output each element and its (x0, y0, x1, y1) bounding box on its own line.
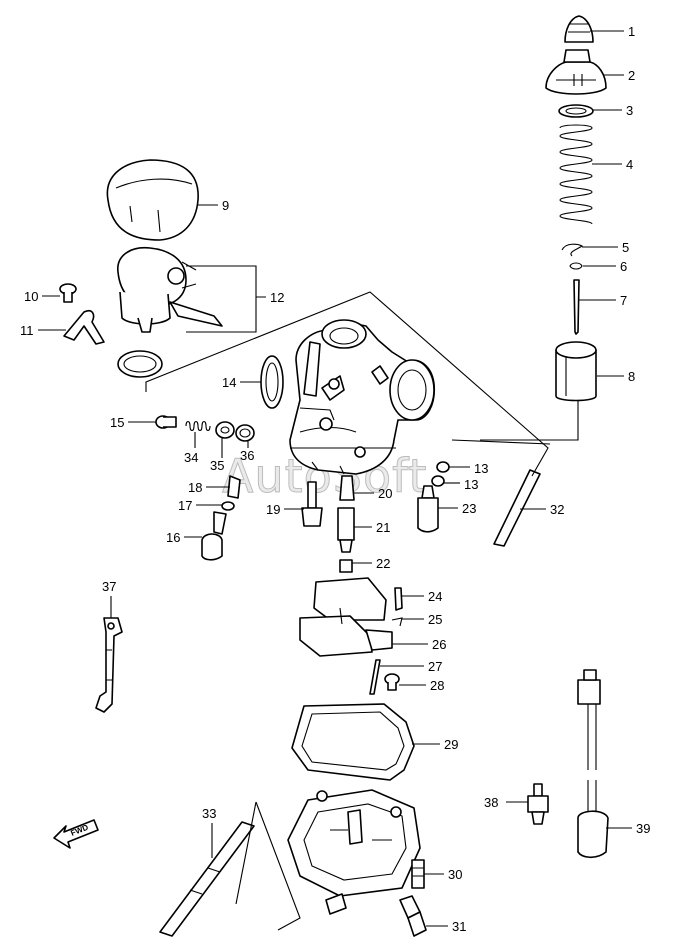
callout-25: 25 (428, 612, 442, 627)
callout-9: 9 (222, 198, 229, 213)
callout-18: 18 (188, 480, 202, 495)
callout-11: 11 (20, 323, 34, 338)
callout-7: 7 (620, 293, 627, 308)
callout-31: 31 (452, 919, 466, 934)
callouts: 1 2 3 4 5 6 7 8 9 10 11 12 13 (20, 24, 650, 934)
callout-14: 14 (222, 375, 236, 390)
callout-23: 23 (462, 501, 476, 516)
part-11-plate (63, 309, 105, 345)
part-3-washer (558, 104, 594, 118)
part-19-jet (301, 481, 323, 527)
callout-28: 28 (430, 678, 444, 693)
part-15-screw (155, 415, 177, 429)
callout-19: 19 (266, 502, 280, 517)
part-2-top-cover (545, 49, 607, 95)
callout-32: 32 (550, 502, 564, 517)
callout-15: 15 (110, 415, 124, 430)
part-28-screw (384, 673, 400, 691)
callout-12: 12 (270, 290, 284, 305)
part-17-washer (221, 501, 235, 511)
callout-8: 8 (628, 369, 635, 384)
part-14-oring (260, 355, 284, 409)
part-36-oring (235, 424, 255, 442)
reference-lines (145, 291, 579, 931)
part-21-needle-jet (337, 507, 355, 553)
callout-33: 33 (202, 806, 216, 821)
callout-3: 3 (626, 103, 633, 118)
callout-2: 2 (628, 68, 635, 83)
callout-16: 16 (166, 530, 180, 545)
callout-5: 5 (622, 240, 629, 255)
callout-17: 17 (178, 498, 192, 513)
callout-34: 34 (184, 450, 198, 465)
part-24-needle-valve (394, 587, 403, 611)
part-7-jet-needle (573, 279, 580, 335)
part-1-cap (564, 15, 594, 43)
part-27-float-pin (369, 659, 381, 695)
callout-37: 37 (102, 579, 116, 594)
part-4-spring (559, 124, 593, 225)
callout-13a: 13 (474, 461, 488, 476)
part-32-hose (493, 469, 541, 547)
part-37-bracket (95, 617, 123, 713)
part-5-clip (561, 243, 584, 257)
callout-10: 10 (24, 289, 38, 304)
fwd-arrow-icon: FWD (53, 819, 99, 849)
callout-1: 1 (628, 24, 635, 39)
part-9-starter-cover (106, 159, 199, 241)
part-33-hose (159, 821, 255, 937)
part-39-connector (577, 669, 609, 859)
part-30-screw (411, 859, 425, 889)
part-8-throttle-slide (555, 341, 597, 402)
part-23-valve (417, 485, 439, 533)
callout-36: 36 (240, 448, 254, 463)
callout-27: 27 (428, 659, 442, 674)
part-35-washer (215, 421, 235, 439)
callout-35: 35 (210, 458, 224, 473)
part-10-screw (59, 283, 77, 303)
part-25-clip (391, 617, 403, 627)
callout-29: 29 (444, 737, 458, 752)
part-26-float (299, 577, 393, 657)
callout-24: 24 (428, 589, 442, 604)
callout-39: 39 (636, 821, 650, 836)
callout-13b: 13 (464, 477, 478, 492)
callout-20: 20 (378, 486, 392, 501)
part-22-main-jet (339, 559, 353, 573)
callout-4: 4 (626, 157, 633, 172)
callout-22: 22 (376, 556, 390, 571)
callout-30: 30 (448, 867, 462, 882)
part-12-starter-assembly (117, 247, 223, 333)
part-13-orings (431, 461, 450, 487)
callout-6: 6 (620, 259, 627, 274)
float-chamber (287, 789, 421, 915)
carburetor-body (289, 319, 436, 475)
part-31-drain-screw (399, 895, 427, 937)
part-20-jet (339, 475, 355, 501)
part-6-ring (569, 262, 583, 270)
part-16-screw (201, 511, 227, 561)
part-29-gasket (291, 703, 415, 781)
part-38-sensor (527, 783, 549, 825)
part-oring-starter (117, 350, 163, 378)
part-34-spring (185, 420, 211, 432)
part-18-spring (227, 475, 241, 499)
callout-26: 26 (432, 637, 446, 652)
callout-38: 38 (484, 795, 498, 810)
callout-21: 21 (376, 520, 390, 535)
